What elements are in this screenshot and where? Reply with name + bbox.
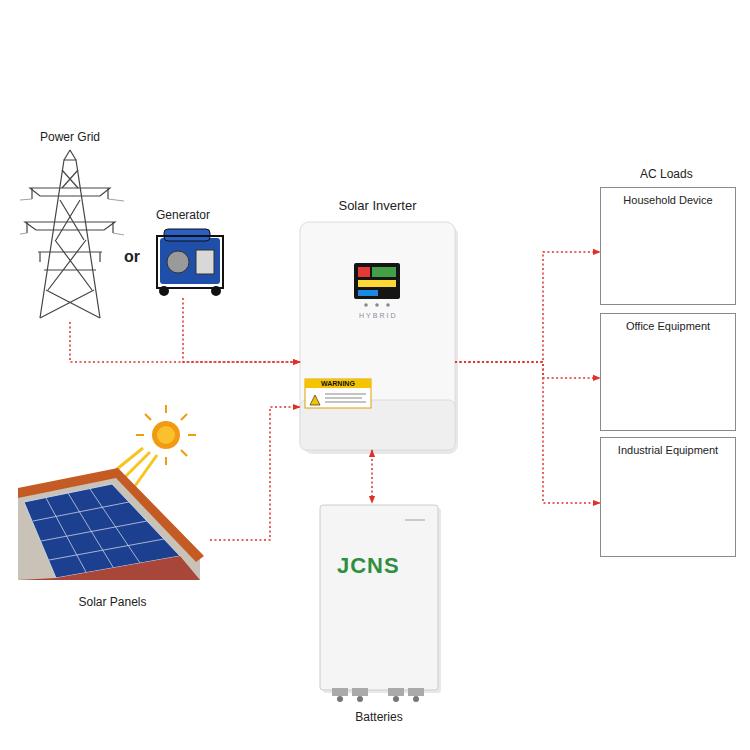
battery-pack-part [413, 696, 419, 702]
battery-pack-part [405, 519, 425, 521]
inverter-device-part [305, 379, 371, 388]
power-tower-part [25, 222, 115, 230]
box-heading: Office Equipment [626, 319, 710, 334]
node-label: Solar Inverter [338, 198, 416, 213]
solar-panel-roof-part [33, 489, 164, 572]
generator-icon-part [159, 286, 169, 296]
inverter-device-part [310, 395, 320, 405]
inverter-device-part [305, 379, 371, 408]
node-label: Power Grid [40, 130, 100, 145]
power-tower [20, 150, 124, 318]
battery-pack-part [408, 688, 424, 696]
inverter-device-part [358, 280, 396, 287]
node-label: Generator [156, 208, 210, 223]
inverter-device-part [372, 267, 396, 277]
solar-panels-node: Solar Panels [15, 460, 210, 610]
inverter-device-part [358, 267, 370, 277]
inverter-device-part [354, 263, 400, 299]
power-tower-part [27, 188, 113, 262]
power-tower-part [40, 160, 100, 318]
power-flow-connector [455, 362, 600, 503]
battery-pack-part [352, 688, 368, 696]
power-flow-connector [455, 362, 600, 378]
battery-pack [320, 505, 441, 702]
inverter-node: Solar Inverter [300, 198, 455, 450]
inverter-device-part [325, 394, 366, 402]
node-label: Solar Panels [78, 595, 146, 610]
power-tower-part [64, 150, 76, 160]
inverter-device-part [364, 303, 368, 307]
inverter-device-part [358, 290, 378, 296]
inverter-device-part [375, 303, 379, 307]
solar-panel-roof-part [18, 556, 200, 580]
power-grid-node: Power Grid [20, 130, 120, 322]
battery-pack-part [357, 696, 363, 702]
power-flow-connector [455, 252, 600, 362]
power-flow-connector [371, 450, 373, 503]
generator-icon-part [160, 238, 220, 284]
warning-sticker: WARNING [321, 379, 355, 388]
power-flow-connector [210, 407, 300, 540]
group-heading: AC Loads [640, 167, 693, 181]
battery-pack-part [388, 688, 404, 696]
sun-icon-part [152, 421, 180, 449]
inverter-device-part [386, 303, 390, 307]
battery-pack-part [393, 696, 399, 702]
battery-pack-part [332, 688, 348, 696]
battery-node: Batteries [320, 503, 438, 725]
inverter-device [300, 222, 458, 454]
generator-icon-part [157, 236, 223, 288]
solar-panel-roof [18, 468, 204, 580]
battery-pack-part [320, 505, 438, 690]
generator-icon [157, 229, 223, 296]
generator-node: Generator [143, 208, 223, 298]
power-tower-part [38, 251, 102, 252]
power-tower-part [40, 170, 100, 318]
or-label: or [124, 248, 140, 266]
generator-icon-part [167, 251, 189, 273]
box-heading: Household Device [623, 193, 712, 208]
power-tower-part [20, 199, 124, 235]
node-label: Batteries [355, 710, 402, 725]
generator-icon-part [211, 286, 221, 296]
power-tower-part [30, 188, 110, 196]
load-box: Industrial Equipment [600, 437, 736, 557]
device-marking: HYBRID [359, 312, 397, 319]
power-flow-connector [183, 298, 300, 362]
load-box: Household Device [600, 187, 736, 305]
power-flow-connector [70, 322, 300, 362]
inverter-device-part [300, 222, 455, 450]
box-heading: Industrial Equipment [618, 443, 718, 458]
brand-logo: JCNS [337, 553, 400, 579]
sun-icon-part [157, 426, 175, 444]
load-box: Office Equipment [600, 313, 736, 431]
battery-pack-part [337, 696, 343, 702]
generator-icon-part [196, 250, 214, 274]
